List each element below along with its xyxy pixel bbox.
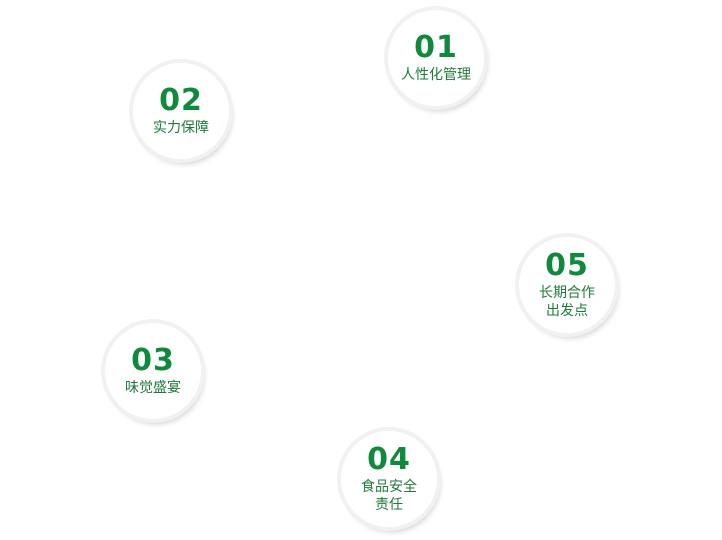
- badge-number: 04: [367, 442, 411, 477]
- badge-label-line: 食品安全: [361, 479, 417, 495]
- badge-number: 05: [545, 248, 589, 283]
- badge-number: 02: [159, 83, 203, 118]
- feature-badge-05: 05 长期合作 出发点: [519, 237, 615, 333]
- badge-label-line: 长期合作: [539, 285, 595, 301]
- badge-label: 味觉盛宴: [125, 379, 181, 397]
- badge-label: 实力保障: [153, 119, 209, 137]
- feature-badge-02: 02 实力保障: [133, 63, 229, 159]
- badge-label-line: 实力保障: [153, 120, 209, 136]
- badge-label: 长期合作 出发点: [539, 284, 595, 320]
- badge-label: 人性化管理: [401, 66, 471, 84]
- badge-label-line: 出发点: [546, 303, 588, 319]
- badge-label-line: 责任: [375, 497, 403, 513]
- badge-label-line: 人性化管理: [401, 67, 471, 83]
- badge-label-line: 味觉盛宴: [125, 380, 181, 396]
- badge-number: 01: [414, 30, 458, 65]
- feature-badge-04: 04 食品安全 责任: [341, 431, 437, 527]
- badge-number: 03: [131, 343, 175, 378]
- feature-badge-03: 03 味觉盛宴: [105, 323, 201, 419]
- badge-label: 食品安全 责任: [361, 478, 417, 514]
- feature-badge-01: 01 人性化管理: [388, 10, 484, 106]
